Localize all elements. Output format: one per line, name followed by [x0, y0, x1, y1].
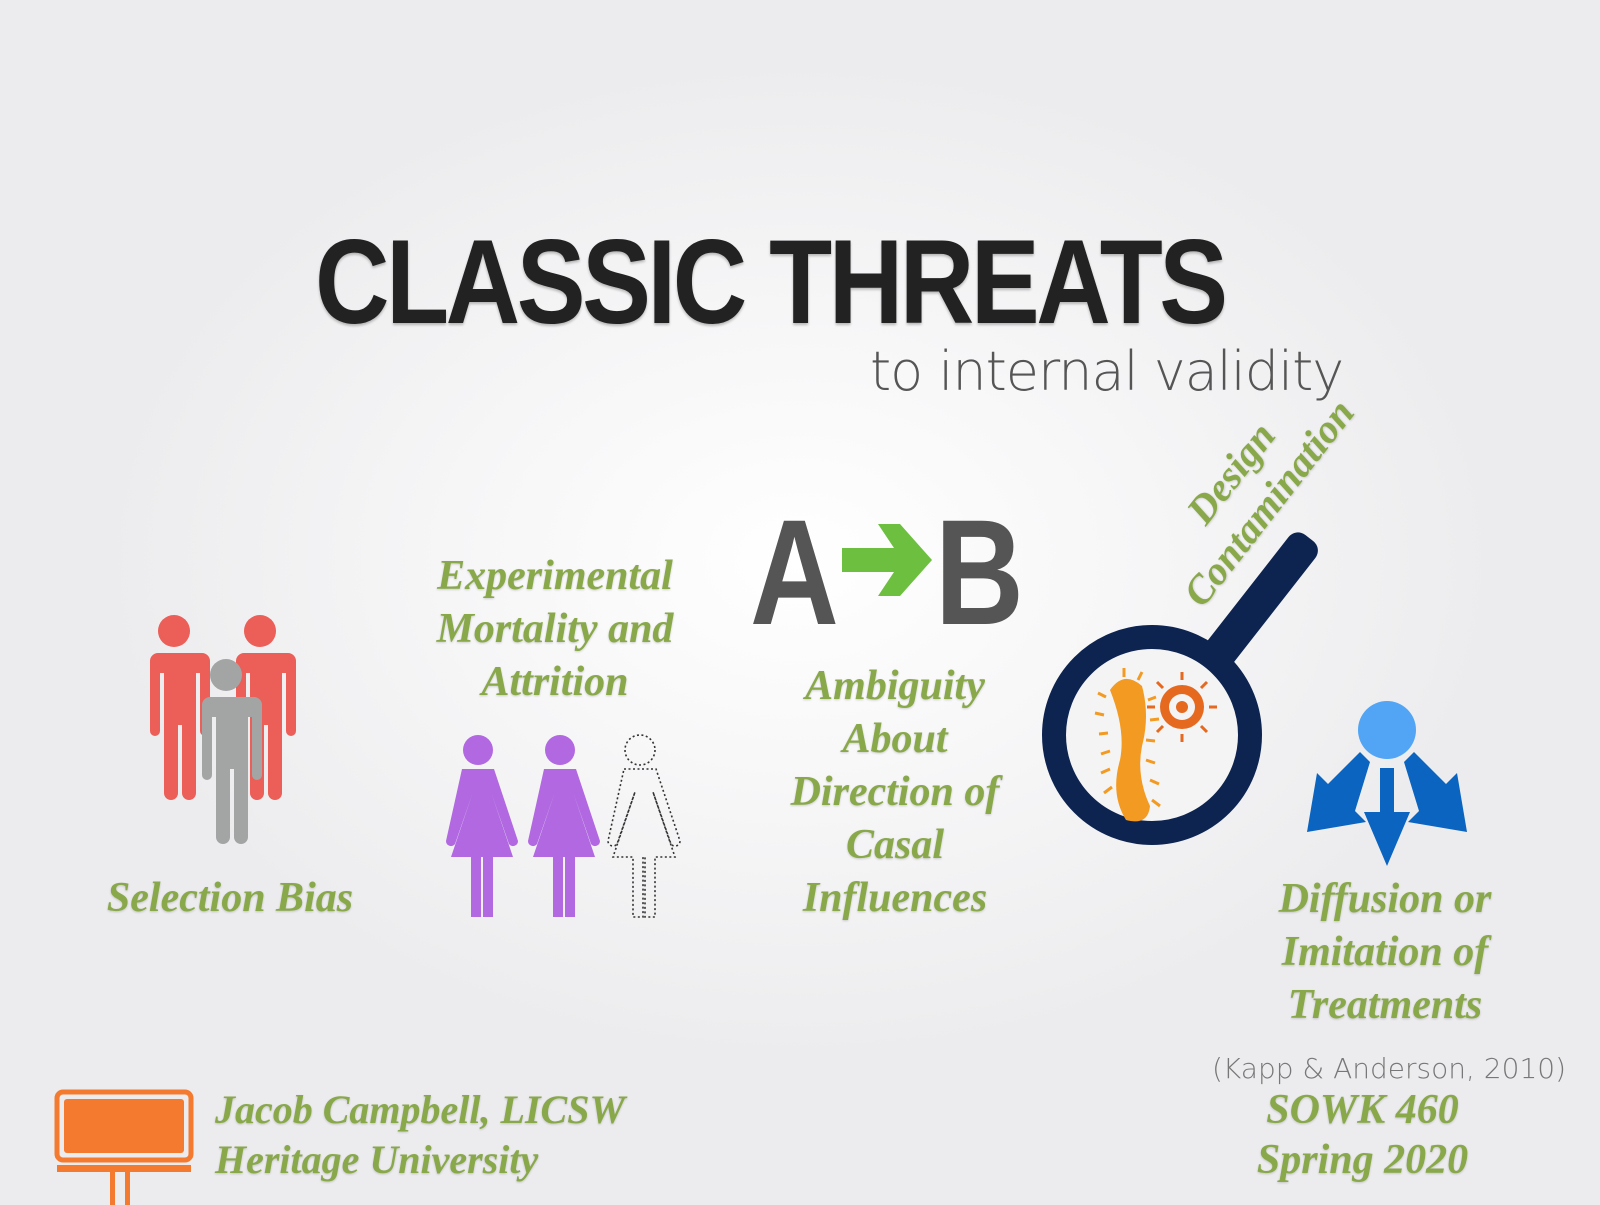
- a-to-b-arrow-icon: A B: [750, 497, 1040, 647]
- letter-a: A: [750, 488, 839, 656]
- magnifier-germs-icon: [1042, 532, 1318, 845]
- diffusion-arrows-icon: [1307, 701, 1467, 866]
- virus-icon: [1147, 672, 1217, 742]
- author-name: Jacob Campbell, LICSW: [215, 1087, 626, 1132]
- citation: (Kapp & Anderson, 2010): [1212, 1052, 1566, 1085]
- green-arrow-icon: [842, 524, 932, 596]
- women-attrition-icon: [446, 734, 681, 918]
- threat-label-mortality: Experimental Mortality and Attrition: [436, 553, 674, 705]
- course-term: Spring 2020: [1256, 1137, 1469, 1183]
- threat-label-ambiguity: Ambiguity About Direction of Casal Influ…: [790, 663, 1000, 921]
- people-group-icon: [146, 615, 296, 844]
- course-code: SOWK 460: [1266, 1087, 1459, 1133]
- institution: Heritage University: [215, 1137, 539, 1182]
- threat-label-selection: Selection Bias: [106, 875, 354, 921]
- billboard-icon: [54, 1089, 194, 1205]
- letter-b: B: [935, 488, 1024, 656]
- slide-subtitle: to internal validity: [870, 340, 1344, 403]
- threat-label-diffusion: Diffusion or Imitation of Treatments: [1278, 876, 1492, 1028]
- slide-title: CLASSIC THREATS: [315, 215, 1228, 349]
- footer-course-block: SOWK 460 Spring 2020: [1220, 1085, 1505, 1185]
- footer-author-block: Jacob Campbell, LICSW Heritage Universit…: [215, 1085, 625, 1185]
- bacterium-icon: [1094, 668, 1161, 822]
